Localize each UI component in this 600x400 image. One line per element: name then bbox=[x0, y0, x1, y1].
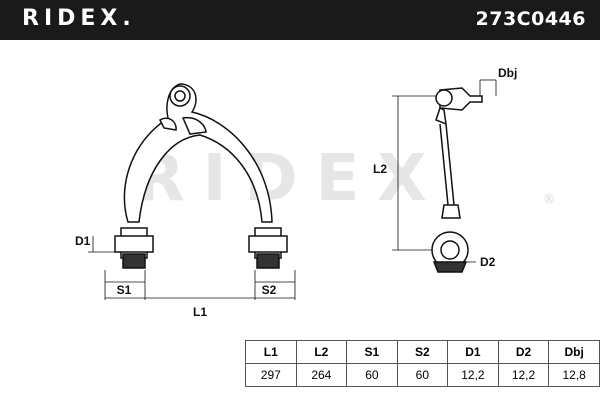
dim-label-s1: S1 bbox=[117, 283, 132, 297]
spec-header-s1: S1 bbox=[346, 340, 398, 364]
spec-table: L1 L2 S1 S2 D1 D2 Dbj 297 264 60 60 12,2… bbox=[245, 340, 600, 387]
dim-label-d1: D1 bbox=[75, 234, 91, 248]
spec-value-d2: 12,2 bbox=[497, 363, 550, 387]
control-arm-front-view bbox=[114, 83, 288, 269]
spec-value-s2: 60 bbox=[396, 363, 449, 387]
spec-header-l2: L2 bbox=[295, 340, 348, 364]
spec-value-dbj: 12,8 bbox=[548, 363, 600, 387]
watermark-text: RIDEX bbox=[135, 142, 444, 216]
spec-value-l2: 264 bbox=[295, 363, 348, 387]
spec-header-dbj: Dbj bbox=[548, 340, 600, 364]
spec-table-header-row: L1 L2 S1 S2 D1 D2 Dbj bbox=[245, 340, 600, 364]
spec-header-s2: S2 bbox=[396, 340, 449, 364]
ridex-logo: RIDEX. bbox=[22, 6, 136, 31]
spec-header-l1: L1 bbox=[245, 340, 297, 364]
dim-label-d2: D2 bbox=[480, 255, 496, 269]
dim-label-s2: S2 bbox=[262, 283, 277, 297]
dim-label-l2: L2 bbox=[373, 162, 387, 176]
dim-label-l1: L1 bbox=[193, 305, 207, 319]
technical-drawing: RIDEX ® bbox=[75, 66, 555, 319]
dimension-lines bbox=[88, 79, 497, 300]
spec-value-l1: 297 bbox=[245, 363, 297, 387]
header-bar: RIDEX. 273C0446 bbox=[0, 0, 600, 40]
spec-table-value-row: 297 264 60 60 12,2 12,2 12,8 bbox=[245, 363, 600, 387]
spec-header-d2: D2 bbox=[497, 340, 550, 364]
spec-value-s1: 60 bbox=[346, 363, 398, 387]
dim-label-dbj: Dbj bbox=[498, 66, 517, 80]
spec-value-d1: 12,2 bbox=[447, 363, 499, 387]
part-number: 273C0446 bbox=[475, 8, 586, 30]
watermark-registered-mark: ® bbox=[543, 192, 555, 206]
spec-header-d1: D1 bbox=[447, 340, 499, 364]
